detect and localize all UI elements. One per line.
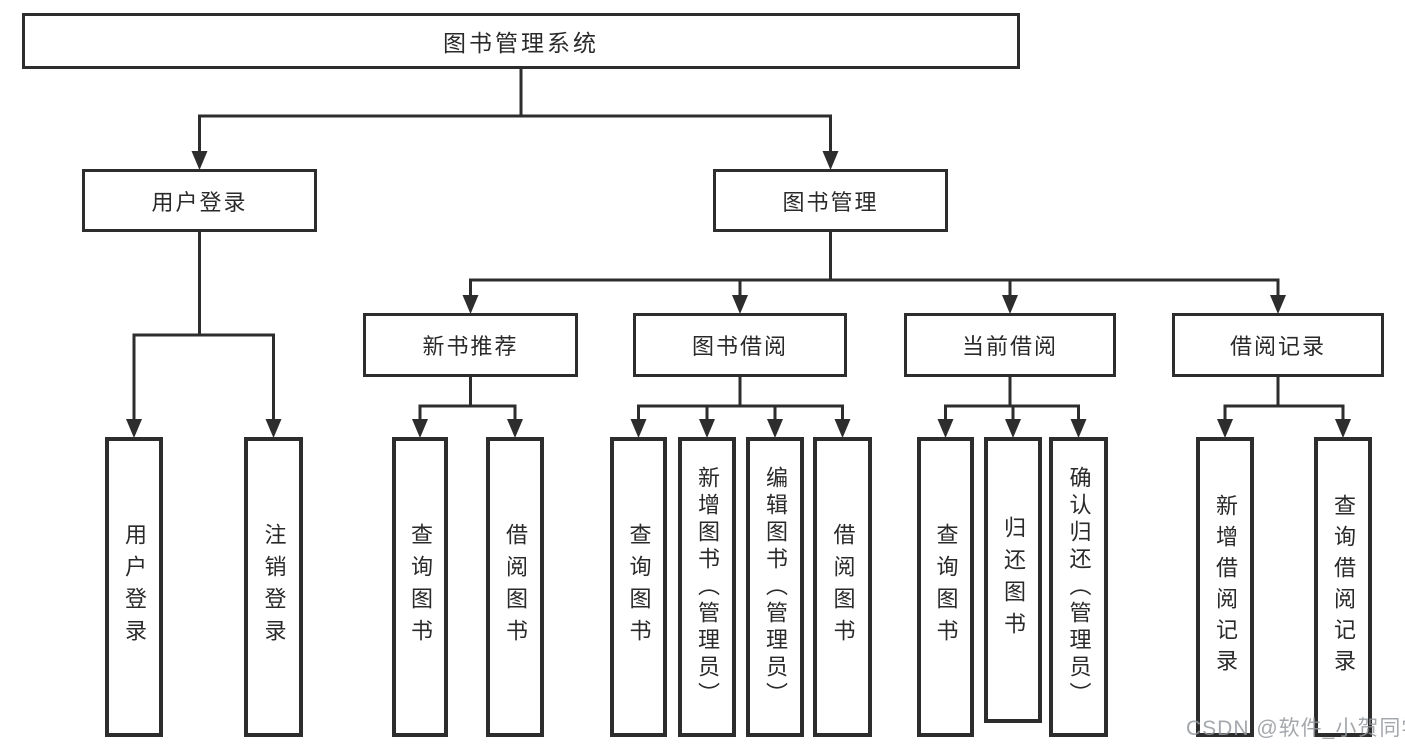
arrowhead-icon (767, 419, 783, 438)
diagram-node-label: 用户登录 (122, 523, 147, 651)
arrowhead-icon (265, 419, 282, 438)
diagram-node-cb-confirm: 确认归还（管理员） (1049, 437, 1108, 737)
diagram-node-label: 新增图书（管理员） (695, 465, 720, 709)
arrowhead-icon (1070, 419, 1087, 438)
arrowhead-icon (937, 419, 954, 438)
arrowhead-icon (732, 295, 748, 314)
arrowhead-icon (191, 151, 208, 170)
diagram-node-label: 查询借阅记录 (1331, 494, 1356, 680)
diagram-node-label: 图书管理 (782, 189, 879, 215)
diagram-node-label: 借阅图书 (830, 523, 856, 651)
arrowhead-icon (630, 419, 647, 438)
diagram-node-bb-add: 新增图书（管理员） (678, 437, 736, 737)
watermark: CSDN @软件_小贺同学 (1186, 717, 1405, 740)
diagram-node-borrow-records: 借阅记录 (1172, 313, 1384, 377)
diagram-node-br-query: 查询借阅记录 (1314, 437, 1372, 737)
arrowhead-icon (1270, 295, 1286, 314)
arrowhead-icon (822, 151, 839, 170)
diagram-node-label: 确认归还（管理员） (1066, 465, 1092, 709)
diagram-node-bb-borrow: 借阅图书 (813, 437, 872, 737)
diagram-node-logout-leaf: 注销登录 (244, 437, 303, 737)
arrowhead-icon (1005, 419, 1021, 438)
diagram-node-label: 归还图书 (1001, 516, 1026, 644)
diagram-node-label: 新书推荐 (422, 334, 519, 359)
arrowhead-icon (834, 419, 851, 438)
diagram-node-br-add: 新增借阅记录 (1196, 437, 1254, 737)
arrowhead-icon (462, 295, 479, 314)
diagram-node-system: 图书管理系统 (22, 13, 1020, 69)
diagram-node-label: 新增借阅记录 (1213, 494, 1238, 680)
diagram-node-cb-return: 归还图书 (984, 437, 1042, 723)
diagram-node-bb-edit: 编辑图书（管理员） (746, 437, 804, 737)
diagram-node-label: 查询图书 (626, 523, 652, 651)
diagram-node-label: 查询图书 (933, 523, 959, 651)
diagram-node-label: 图书管理系统 (443, 30, 599, 56)
diagram-node-label: 借阅图书 (503, 523, 528, 651)
arrowhead-icon (1002, 295, 1018, 314)
diagram-node-current-borrow: 当前借阅 (904, 313, 1116, 377)
diagram-node-bb-query: 查询图书 (610, 437, 667, 737)
diagram-node-label: 当前借阅 (961, 334, 1058, 359)
diagram-node-cb-query: 查询图书 (917, 437, 974, 737)
arrowhead-icon (1335, 419, 1351, 438)
arrowhead-icon (412, 419, 428, 438)
arrowhead-icon (507, 419, 523, 438)
diagram-node-label: 借阅记录 (1229, 334, 1326, 359)
diagram-node-book-borrow: 图书借阅 (633, 313, 847, 377)
diagram-node-nb-query: 查询图书 (392, 437, 448, 737)
diagram-node-label: 编辑图书（管理员） (763, 465, 788, 709)
diagram-node-label: 图书借阅 (691, 334, 788, 359)
diagram-node-nb-borrow: 借阅图书 (486, 437, 544, 737)
diagram-node-user-login-leaf: 用户登录 (105, 437, 163, 737)
diagram-node-book-mgmt: 图书管理 (713, 169, 948, 232)
diagram-node-label: 用户登录 (151, 189, 248, 215)
diagram-node-new-book-rec: 新书推荐 (363, 313, 578, 377)
arrowhead-icon (1217, 419, 1233, 438)
arrowhead-icon (699, 419, 715, 438)
diagram-node-label: 注销登录 (261, 523, 287, 651)
diagram-node-label: 查询图书 (408, 523, 433, 651)
diagram-node-user-login: 用户登录 (82, 169, 317, 232)
arrowhead-icon (126, 419, 142, 438)
